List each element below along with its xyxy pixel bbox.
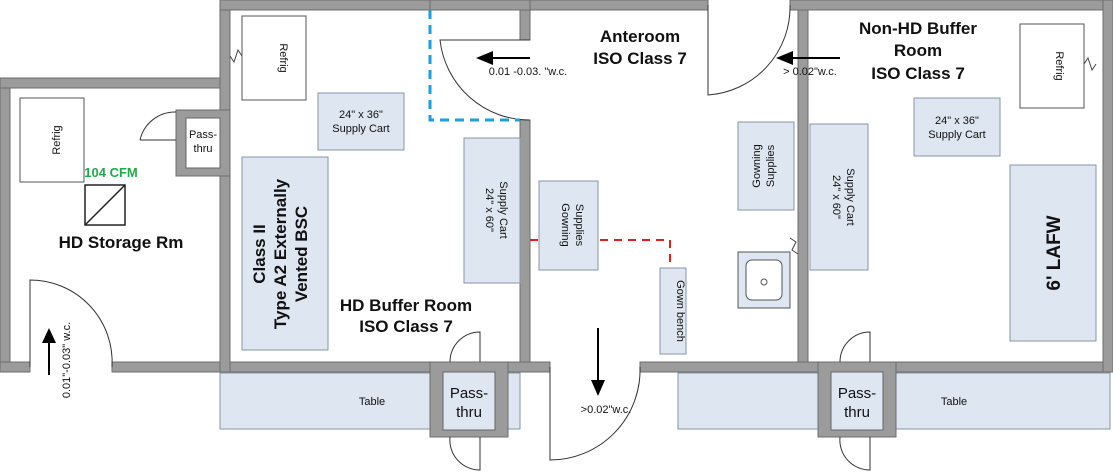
wall-storage-top	[0, 77, 221, 89]
nonhd-label-1: Non-HD Buffer	[859, 19, 977, 38]
wall-storage-left	[0, 77, 11, 369]
hd-buffer-label-1: HD Buffer Room	[340, 296, 472, 315]
blue-pressure-line	[428, 10, 520, 122]
arrow-nonhd-left-icon	[776, 51, 840, 65]
wall-storage-bottom-a	[0, 361, 31, 373]
pressure-hd-ante-label: 0.01 -0.03. "w.c.	[489, 66, 568, 78]
door-ante-exit	[549, 366, 641, 461]
refrig-nonhd	[1019, 23, 1085, 109]
gown-bench	[659, 267, 687, 355]
supply-cart-small-nonhd	[913, 97, 1001, 157]
sink-faucet-icon	[789, 237, 799, 255]
lafw	[1009, 164, 1097, 342]
door-nonhd-ante	[707, 4, 791, 96]
refrig-nonhd-plug-icon	[1083, 56, 1097, 72]
door-hd-ante	[439, 39, 531, 121]
supply-cart-large-nonhd-label-1: 24" x 60"	[830, 175, 842, 219]
supply-cart-large-hd	[463, 137, 521, 284]
supply-cart-large-hd-label-1: 24" x 60"	[483, 188, 495, 232]
refrig-hd-label: Refrig	[277, 43, 289, 72]
pass-thru-left-label-2: thru	[456, 404, 482, 421]
wall-right	[1102, 0, 1113, 373]
pass-thru-right-box	[830, 371, 884, 431]
refrig-hd	[241, 15, 307, 101]
gowning-supplies-nonhd	[737, 121, 795, 211]
bsc-label-2: Type A2 Externally	[271, 178, 290, 329]
door-pass-thru-right-bottom	[839, 436, 871, 471]
refrig-storage-label: Refrig	[51, 125, 63, 154]
refrig-storage	[19, 97, 85, 183]
supply-cart-small-hd	[317, 92, 405, 151]
anteroom-label-1: Anteroom	[600, 27, 680, 46]
pressure-exit-label: >0.02"w.c.	[581, 404, 632, 416]
bsc-label-3: Vented BSC	[292, 206, 311, 302]
anteroom-label-2: ISO Class 7	[593, 49, 687, 68]
exhaust-diagonal-icon	[84, 184, 126, 226]
door-storage	[29, 279, 113, 368]
pass-thru-right-label-1: Pass-	[838, 385, 876, 402]
door-pass-thru-right-top	[839, 331, 871, 363]
gowning-ante-label-1: Gowning	[559, 203, 571, 246]
pressure-nonhd-ante-label: > 0.02"w.c.	[783, 66, 837, 78]
supply-cart-small-hd-label-2: Supply Cart	[332, 123, 389, 135]
gowning-ante-label-2: Supplies	[573, 204, 585, 247]
small-pass-thru-label-1: Pass-	[189, 129, 217, 141]
small-pass-thru-label-2: thru	[194, 143, 213, 155]
door-pass-thru-left-bottom	[449, 436, 481, 471]
wall-top-b	[429, 0, 531, 11]
nonhd-label-3: ISO Class 7	[871, 64, 965, 83]
wall-top-c	[529, 0, 709, 11]
supply-cart-large-hd-label-2: Supply Cart	[497, 181, 509, 238]
nonhd-label-2: Room	[894, 41, 942, 60]
sink-basin	[745, 259, 783, 301]
supply-cart-small-nonhd-label-1: 24" x 36"	[935, 115, 979, 127]
wall-top-a	[219, 0, 431, 11]
door-small-pass-thru	[139, 111, 177, 141]
wall-hd-ante-top	[519, 9, 531, 41]
wall-ante-nonhd	[797, 9, 809, 373]
gowning-nonhd-label-1: Gowning	[751, 144, 763, 187]
pass-thru-left-label-1: Pass-	[450, 385, 488, 402]
pass-thru-right-label-2: thru	[844, 404, 870, 421]
pressure-storage-label: 0.01"-0.03" w.c.	[61, 322, 73, 398]
bsc	[241, 156, 329, 351]
lafw-label: 6' LAFW	[1044, 215, 1065, 290]
arrow-storage-up-icon	[42, 328, 56, 375]
hd-buffer-label-2: ISO Class 7	[359, 317, 453, 336]
table-left-label: Table	[359, 396, 385, 408]
wall-nonhd-bottom	[879, 361, 1104, 373]
arrow-exit-down-icon	[591, 328, 605, 396]
refrig-hd-plug-icon	[229, 48, 243, 64]
pass-thru-left-box	[442, 371, 496, 431]
door-pass-thru-left-top	[449, 331, 481, 363]
gowning-nonhd-label-2: Supplies	[765, 144, 777, 187]
wall-hd-ante	[519, 119, 531, 373]
small-pass-thru-box	[185, 117, 221, 169]
hd-storage-label: HD Storage Rm	[59, 233, 184, 252]
supply-cart-small-nonhd-label-2: Supply Cart	[928, 129, 985, 141]
wall-hd-bottom-a	[229, 361, 439, 373]
table-right-label: Table	[941, 396, 967, 408]
supply-cart-large-nonhd	[809, 123, 869, 271]
supply-cart-small-hd-label-1: 24" x 36"	[339, 109, 383, 121]
wall-ante-bottom	[639, 361, 821, 373]
wall-top-d	[789, 0, 1113, 11]
wall-storage-hd	[219, 0, 231, 373]
cfm-label: 104 CFM	[84, 165, 137, 180]
wall-storage-bottom-b	[111, 361, 221, 373]
gown-bench-label: Gown bench	[674, 280, 686, 342]
gowning-supplies-ante	[538, 180, 599, 271]
bsc-label-1: Class II	[250, 224, 269, 284]
sink-drain-icon	[760, 278, 768, 286]
supply-cart-large-nonhd-label-2: Supply Cart	[844, 168, 856, 225]
arrow-hd-left-icon	[476, 51, 530, 65]
refrig-nonhd-label: Refrig	[1053, 51, 1065, 80]
